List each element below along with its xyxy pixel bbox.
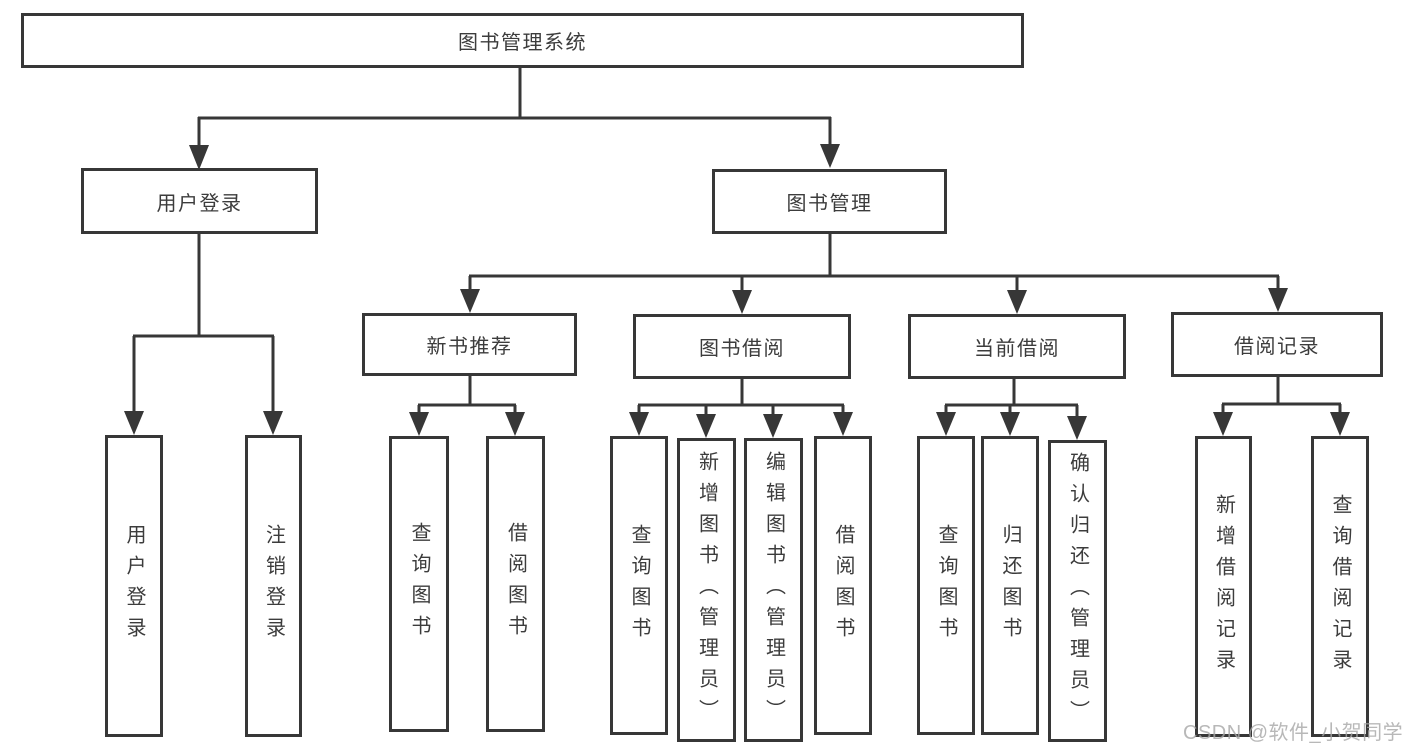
leaf-query-books-current: 查询图书 [917, 436, 975, 735]
leaf-return-books: 归还图书 [981, 436, 1039, 735]
leaf-query-books-recommend: 查询图书 [389, 436, 449, 732]
leaf-confirm-return-admin: 确认归还（管理员） [1048, 440, 1107, 742]
leaf-edit-books-admin: 编辑图书（管理员） [744, 438, 803, 742]
node-book-management-label: 图书管理 [786, 193, 873, 215]
leaf-borrow-books-recommend: 借阅图书 [486, 436, 545, 732]
leaf-borrow-books: 借阅图书 [814, 436, 872, 735]
node-user-login-label: 用户登录 [156, 192, 243, 215]
node-book-borrow: 图书借阅 [633, 314, 851, 379]
leaf-user-login: 用户登录 [105, 435, 163, 737]
node-current-borrow-label: 当前借阅 [974, 338, 1060, 360]
node-root-label: 图书管理系统 [458, 32, 587, 54]
node-book-borrow-label: 图书借阅 [699, 338, 785, 360]
arrowheads [124, 144, 1350, 440]
leaf-query-borrow-record: 查询借阅记录 [1311, 436, 1369, 737]
leaf-add-borrow-record: 新增借阅记录 [1195, 436, 1252, 737]
node-root-system: 图书管理系统 [21, 13, 1024, 68]
node-book-management: 图书管理 [712, 169, 947, 234]
node-user-login: 用户登录 [81, 168, 318, 234]
node-new-book-recommend-label: 新书推荐 [426, 336, 513, 358]
node-borrow-records-label: 借阅记录 [1234, 336, 1320, 358]
leaf-add-books-admin: 新增图书（管理员） [677, 438, 736, 742]
node-borrow-records: 借阅记录 [1171, 312, 1383, 377]
node-new-book-recommend: 新书推荐 [362, 313, 577, 376]
node-current-borrow: 当前借阅 [908, 314, 1126, 379]
connector-lines [132, 68, 1342, 422]
watermark-text: CSDN @软件_小贺同学 [1183, 722, 1404, 744]
leaf-logout: 注销登录 [245, 435, 302, 737]
leaf-query-books-borrow: 查询图书 [610, 436, 668, 735]
